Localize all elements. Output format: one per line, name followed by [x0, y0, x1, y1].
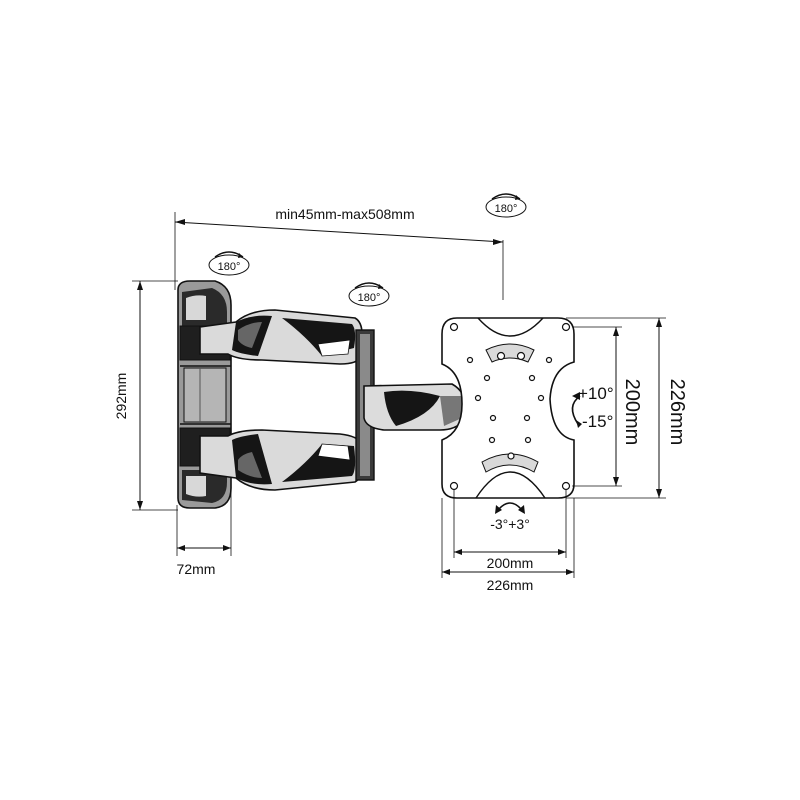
- tilt-indicator: +10° -15°: [571, 384, 614, 431]
- tilt-up-label: +10°: [578, 384, 614, 403]
- svg-text:180°: 180°: [495, 203, 518, 215]
- roll-indicator: -3°+3°: [490, 502, 530, 532]
- svg-text:180°: 180°: [358, 292, 381, 304]
- extension-dimension: min45mm-max508mm: [174, 206, 504, 300]
- roll-arrow-icon: [497, 502, 523, 511]
- upper-arm: [199, 309, 363, 365]
- mounting-holes: [449, 322, 571, 491]
- rotate-arrow-icon: [515, 195, 520, 200]
- vesa-v-outer-label: 226mm: [666, 379, 688, 446]
- roll-label: -3°+3°: [490, 516, 530, 532]
- vesa-h-outer-label: 226mm: [487, 577, 534, 593]
- rotate-arrow-icon: [378, 284, 383, 289]
- rotation-badge-head: 180°: [485, 193, 527, 218]
- wall-depth-label: 72mm: [177, 561, 216, 577]
- vesa-horizontal-dimensions: 200mm 226mm: [441, 490, 575, 593]
- lower-arm: [199, 429, 363, 491]
- extension-label: min45mm-max508mm: [275, 206, 414, 222]
- vesa-plate: [441, 317, 575, 499]
- rotation-badge-wall: 180°: [208, 251, 250, 276]
- wall-height-label: 292mm: [113, 373, 129, 420]
- svg-text:180°: 180°: [218, 261, 241, 273]
- rotation-badge-mid: 180°: [348, 282, 390, 307]
- vesa-v-inner-label: 200mm: [621, 379, 643, 446]
- vesa-h-inner-label: 200mm: [487, 555, 534, 571]
- tilt-head: [363, 383, 467, 431]
- rotate-arrow-icon: [238, 253, 243, 258]
- tilt-down-label: -15°: [582, 412, 613, 431]
- vesa-vertical-dimensions: 200mm 226mm: [566, 317, 688, 499]
- wall-height-dimension: 292mm: [113, 280, 178, 511]
- wall-depth-dimension: 72mm: [177, 485, 232, 577]
